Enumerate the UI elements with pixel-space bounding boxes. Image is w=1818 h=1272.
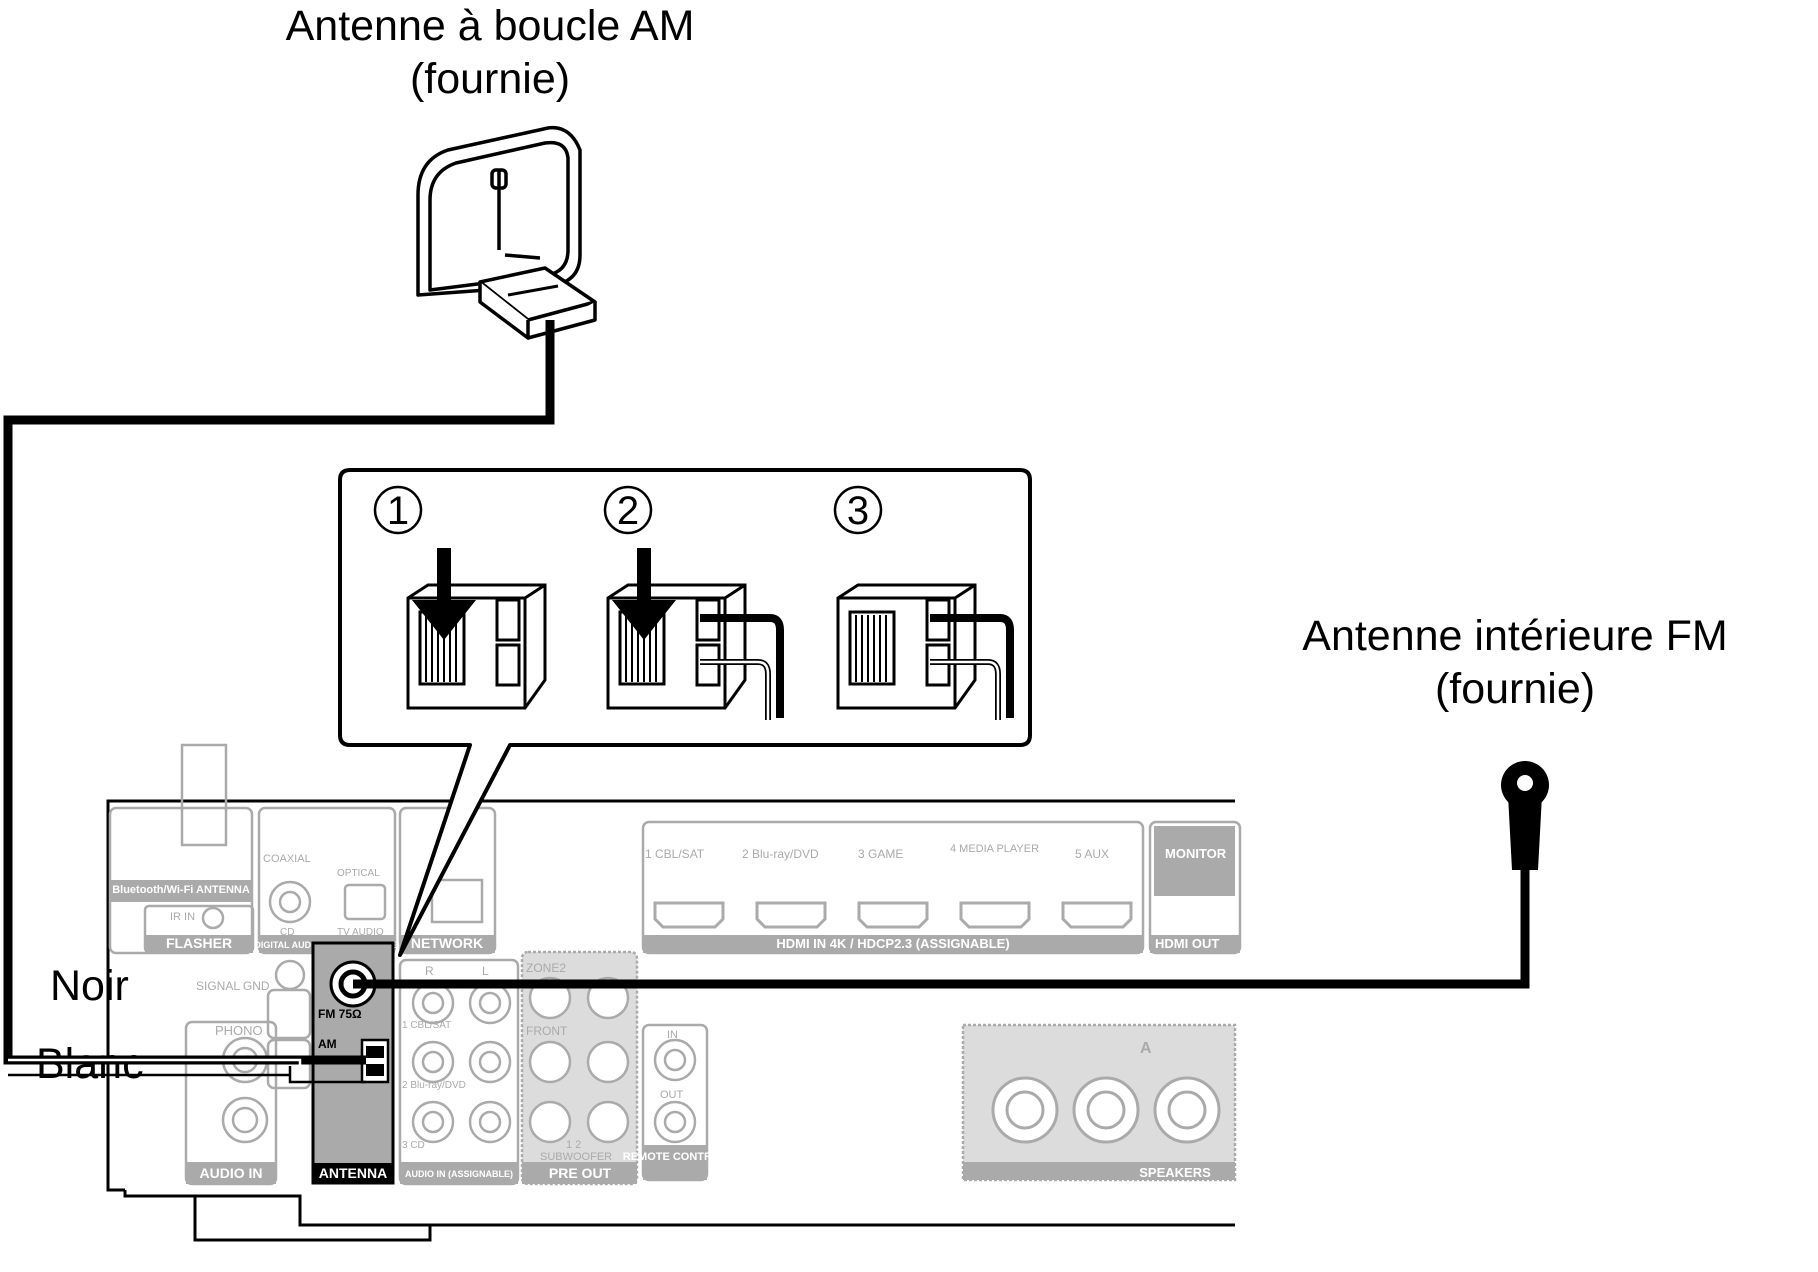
antenna-cables xyxy=(3,320,1530,1084)
hdmi-input-4-text: 4 MEDIA PLAYER xyxy=(950,843,1039,855)
remote-out-text: OUT xyxy=(660,1089,684,1101)
hdmi-input-2-text: 2 Blu-ray/DVD xyxy=(742,847,819,861)
ir-in-text: IR IN xyxy=(170,911,195,923)
hdmi-input-1-text: 1 CBL/SAT xyxy=(645,847,705,861)
am-antenna-label: Antenne à boucle AM (fournie) xyxy=(250,0,730,106)
network-text: NETWORK xyxy=(411,935,483,951)
pre-out-text: PRE OUT xyxy=(549,1165,612,1181)
monitor-text: MONITOR xyxy=(1165,846,1227,861)
hdmi-out-port-area xyxy=(1154,826,1235,896)
terminal-step-3-illustration xyxy=(836,583,1014,720)
fm-antenna-label-line2: (fournie) xyxy=(1434,665,1596,713)
hdmi-in-text: HDMI IN 4K / HDCP2.3 (ASSIGNABLE) xyxy=(776,936,1009,951)
fm-75-text: FM 75Ω xyxy=(318,1007,362,1021)
l-text: L xyxy=(482,964,489,978)
step-1-number: 1 xyxy=(387,489,409,533)
speakers-text: SPEAKERS xyxy=(1139,1165,1211,1180)
panel-label-strips xyxy=(110,880,1240,1184)
optical-text: OPTICAL xyxy=(337,868,380,879)
remote-control-text: REMOTE CONTROL xyxy=(623,1151,728,1163)
coaxial-text: COAXIAL xyxy=(263,853,311,865)
step-1: 1 xyxy=(373,485,423,535)
bluray-dvd-text: 2 Blu-ray/DVD xyxy=(402,1080,466,1091)
panel-sections xyxy=(108,743,1242,1186)
pre-out-block xyxy=(520,950,639,1186)
step-2: 2 xyxy=(603,485,653,535)
speakers-block xyxy=(961,1023,1237,1182)
receiver-rear-panel xyxy=(106,799,1235,1242)
am-text: AM xyxy=(318,1037,337,1051)
subwoofer-text: SUBWOOFER xyxy=(540,1151,612,1163)
cd-text: CD xyxy=(280,927,294,938)
sub-nums-text: 1 2 xyxy=(566,1139,581,1151)
fm-antenna-label: Antenne intérieure FM (fournie) xyxy=(1285,610,1745,716)
cbl-sat-text: 1 CBL/SAT xyxy=(402,1020,451,1031)
step-3: 3 xyxy=(833,485,883,535)
terminal-step-2-illustration xyxy=(606,548,784,720)
hdmi-out-text: HDMI OUT xyxy=(1155,936,1219,951)
audio-in-assignable-text: AUDIO IN (ASSIGNABLE) xyxy=(405,1169,513,1179)
step-inset-panel: 1 2 3 xyxy=(338,468,1032,957)
fm-antenna-label-line1: Antenne intérieure FM xyxy=(1302,612,1728,660)
zone2-text: ZONE2 xyxy=(526,961,566,975)
hdmi-input-3-text: 3 GAME xyxy=(858,847,903,861)
wire-black-label: Noir xyxy=(50,962,129,1010)
remote-in-text: IN xyxy=(667,1029,678,1041)
flasher-text: FLASHER xyxy=(166,935,232,951)
signal-gnd-text: SIGNAL GND xyxy=(196,979,270,993)
am-loop-antenna-icon xyxy=(416,125,597,340)
step-3-number: 3 xyxy=(847,489,869,533)
am-antenna-label-line2: (fournie) xyxy=(409,55,571,103)
terminal-step-1-illustration xyxy=(406,548,547,710)
phono-text: PHONO xyxy=(215,1023,263,1038)
cd-in-text: 3 CD xyxy=(402,1140,425,1151)
speaker-a-text: A xyxy=(1140,1040,1152,1057)
hdmi-input-5-text: 5 AUX xyxy=(1075,847,1109,861)
tv-audio-text: TV AUDIO xyxy=(337,927,384,938)
antenna-text: ANTENNA xyxy=(319,1165,387,1181)
bt-antenna-text: Bluetooth/Wi-Fi ANTENNA xyxy=(112,884,250,896)
step-2-number: 2 xyxy=(617,489,639,533)
audio-in-text: AUDIO IN xyxy=(200,1165,263,1181)
am-antenna-label-line1: Antenne à boucle AM xyxy=(285,2,695,50)
front-text: FRONT xyxy=(526,1024,568,1038)
r-text: R xyxy=(425,964,434,978)
fm-indoor-antenna-icon xyxy=(1501,761,1549,870)
hdmi-ports xyxy=(653,901,1133,929)
